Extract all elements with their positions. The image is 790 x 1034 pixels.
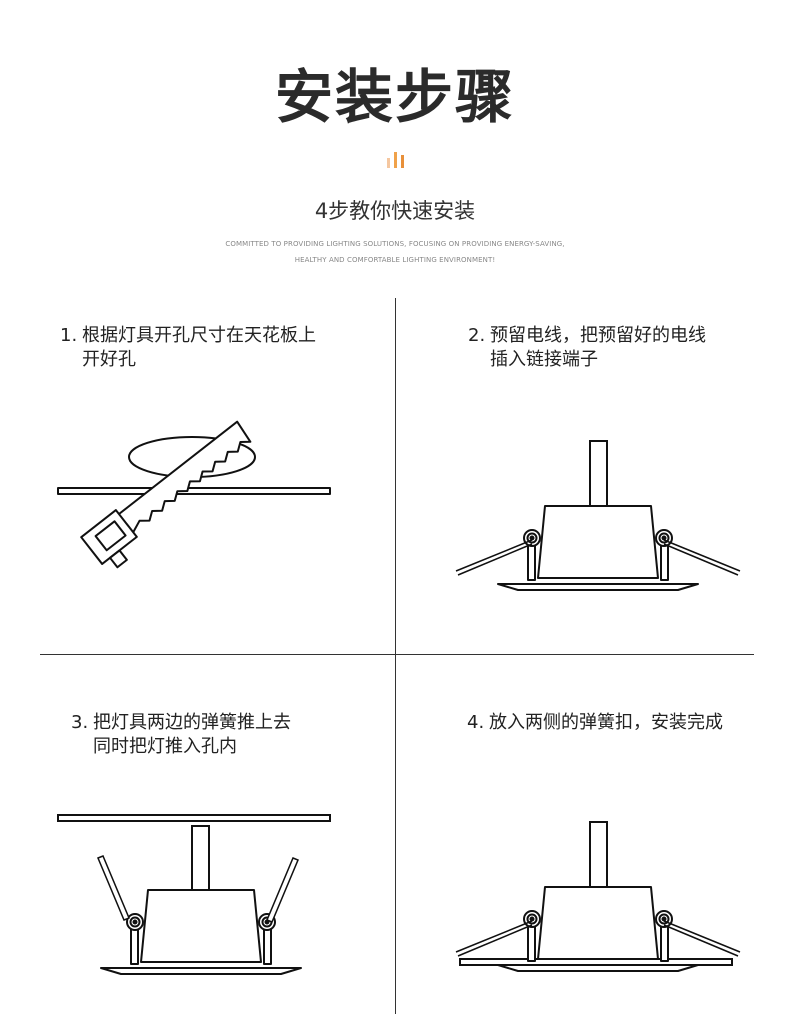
springs-clipped	[455, 920, 741, 957]
springs-raised	[97, 855, 299, 923]
step-line-1: 放入两侧的弹簧扣，安装完成	[489, 712, 723, 733]
step-2-text: 2.预留电线，把预留好的电线 插入链接端子	[468, 324, 706, 372]
downlight-icon	[497, 505, 699, 591]
downlight-icon	[497, 886, 699, 972]
english-tagline-1: COMMITTED TO PROVIDING LIGHTING SOLUTION…	[225, 240, 565, 248]
saw-cutting-ceiling-illustration	[57, 420, 331, 569]
step-3-text: 3.把灯具两边的弹簧推上去 同时把灯推入孔内	[71, 711, 291, 759]
subtitle: 4步教你快速安装	[314, 199, 476, 223]
ceiling-board	[57, 814, 331, 822]
step-line-1: 根据灯具开孔尺寸在天花板上	[82, 325, 316, 346]
downlight-wired-illustration	[455, 440, 741, 591]
step-number: 4.	[467, 712, 485, 733]
step-line-1: 把灯具两边的弹簧推上去	[93, 712, 291, 733]
step-number: 1.	[60, 325, 78, 346]
step-1-text: 1.根据灯具开孔尺寸在天花板上 开好孔	[60, 324, 316, 372]
step-line-2: 同时把灯推入孔内	[93, 736, 237, 757]
step-line-1: 预留电线，把预留好的电线	[490, 325, 706, 346]
horizontal-divider	[40, 654, 754, 655]
downlight-springs-up-illustration	[57, 814, 331, 975]
power-cable	[589, 440, 608, 508]
power-cable	[191, 825, 210, 893]
step-number: 3.	[71, 712, 89, 733]
bars-icon	[387, 152, 404, 168]
downlight-installed-illustration	[455, 821, 741, 972]
downlight-icon	[100, 889, 302, 975]
vertical-divider	[395, 298, 396, 1014]
wire-terminals	[455, 539, 741, 576]
english-tagline-2: HEALTHY AND COMFORTABLE LIGHTING ENVIRON…	[294, 256, 496, 264]
ceiling-board	[57, 487, 331, 495]
step-4-text: 4.放入两侧的弹簧扣，安装完成	[467, 711, 723, 735]
page-title: 安装步骤	[274, 63, 515, 131]
step-line-2: 插入链接端子	[490, 349, 598, 370]
power-cable	[589, 821, 608, 889]
step-number: 2.	[468, 325, 486, 346]
step-line-2: 开好孔	[82, 349, 136, 370]
saw-icon	[80, 420, 252, 569]
